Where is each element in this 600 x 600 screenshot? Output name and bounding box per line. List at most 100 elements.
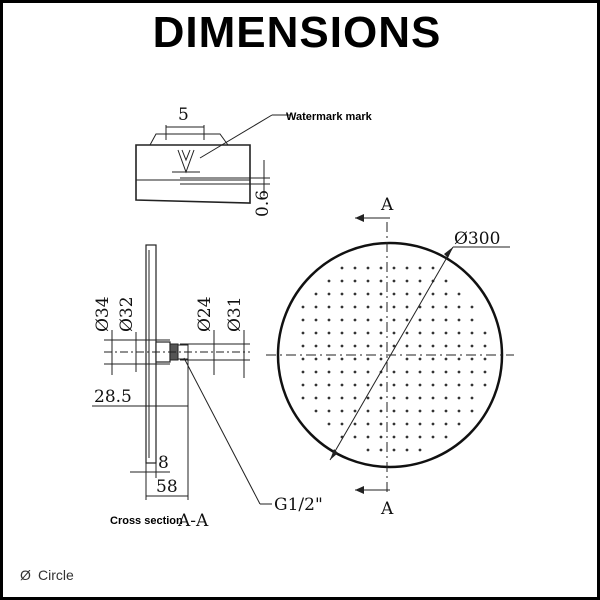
nozzle-dot (340, 292, 344, 296)
nozzle-dot (457, 344, 461, 348)
nozzle-dot (392, 279, 396, 283)
nozzle-dot (340, 409, 344, 413)
nozzle-dot (405, 370, 409, 374)
nozzle-dot (379, 357, 383, 361)
nozzle-dot (314, 370, 318, 374)
nozzle-dot (444, 357, 448, 361)
nozzle-dot (431, 357, 435, 361)
nozzle-dot (392, 370, 396, 374)
nozzle-dot (353, 422, 357, 426)
nozzle-dot (405, 344, 409, 348)
nozzle-dot (392, 383, 396, 387)
nozzle-dot (314, 396, 318, 400)
nozzle-dot (405, 422, 409, 426)
nozzle-dot (327, 357, 331, 361)
nozzle-dot (444, 383, 448, 387)
nozzle-dot (340, 370, 344, 374)
nozzle-dot (444, 292, 448, 296)
nozzle-dot (379, 435, 383, 439)
nozzle-dot (392, 448, 396, 452)
dim-5-label: 5 (178, 105, 189, 125)
top-view-body (135, 144, 251, 204)
nozzle-dot (353, 344, 357, 348)
watermark-symbol (177, 149, 195, 174)
nozzle-dot (392, 305, 396, 309)
nozzle-dot (418, 318, 422, 322)
nozzle-dot (340, 305, 344, 309)
nozzle-dot (340, 331, 344, 335)
nozzle-dot (340, 279, 344, 283)
nozzle-dot (379, 318, 383, 322)
nozzle-dot (379, 383, 383, 387)
nozzle-dot (470, 305, 474, 309)
diameter-label: Ø300 (454, 229, 500, 249)
nozzle-dot (444, 409, 448, 413)
nozzle-dot (340, 383, 344, 387)
nozzle-dot (366, 448, 370, 452)
nozzle-dot (405, 331, 409, 335)
nozzle-dot (366, 370, 370, 374)
section-label-top: A (380, 195, 394, 215)
nozzle-dot (340, 422, 344, 426)
nozzle-dot (353, 357, 357, 361)
nozzle-dot (483, 331, 487, 335)
nozzle-dot (431, 292, 435, 296)
nozzle-dot (457, 292, 461, 296)
nozzle-dot (418, 422, 422, 426)
nozzle-dot (353, 305, 357, 309)
nozzle-dot (392, 318, 396, 322)
section-id-label: A-A (177, 511, 209, 531)
nozzle-dot (366, 435, 370, 439)
nozzle-dot (301, 357, 305, 361)
nozzle-dot (353, 279, 357, 283)
d31-label: Ø31 (225, 296, 245, 332)
nozzle-dot (418, 279, 422, 283)
nozzle-dot (366, 279, 370, 283)
nozzle-dot (340, 344, 344, 348)
nozzle-dot (457, 357, 461, 361)
nozzle-dot (418, 448, 422, 452)
nozzle-dot (314, 331, 318, 335)
nozzle-dot (379, 396, 383, 400)
nozzle-dot (314, 344, 318, 348)
nozzle-dot (366, 331, 370, 335)
nozzle-grid (301, 266, 487, 452)
nozzle-dot (301, 305, 305, 309)
nozzle-dot (470, 331, 474, 335)
watermark-label: Watermark mark (286, 111, 373, 123)
side-view: Ø34 Ø32 Ø24 Ø31 28.5 8 58 G1/2" Cross se… (92, 244, 323, 531)
nozzle-dot (327, 305, 331, 309)
nozzle-dot (301, 370, 305, 374)
nozzle-dot (418, 383, 422, 387)
cross-section-label: Cross section (110, 515, 183, 527)
page-title: DIMENSIONS (152, 8, 442, 57)
nozzle-dot (327, 422, 331, 426)
nozzle-dot (327, 344, 331, 348)
nozzle-dot (431, 435, 435, 439)
nozzle-dot (327, 409, 331, 413)
diameter-symbol-icon: Ø (20, 567, 31, 583)
nozzle-dot (366, 422, 370, 426)
nozzle-dot (340, 318, 344, 322)
nozzle-dot (366, 396, 370, 400)
nozzle-dot (470, 409, 474, 413)
nozzle-dot (301, 331, 305, 335)
nozzle-dot (366, 344, 370, 348)
nozzle-dot (327, 370, 331, 374)
dim-8-label: 8 (158, 453, 169, 473)
nozzle-dot (353, 409, 357, 413)
nozzle-dot (431, 370, 435, 374)
nozzle-dot (431, 409, 435, 413)
section-label-bottom: A (380, 499, 394, 519)
nozzle-dot (405, 383, 409, 387)
nozzle-dot (327, 292, 331, 296)
dim-58-label: 58 (156, 477, 178, 497)
nozzle-dot (366, 305, 370, 309)
nozzle-dot (405, 435, 409, 439)
nozzle-dot (405, 266, 409, 270)
nozzle-dot (444, 331, 448, 335)
section-arrow-bottom-head (355, 486, 364, 494)
nozzle-dot (418, 370, 422, 374)
nozzle-dot (379, 279, 383, 283)
